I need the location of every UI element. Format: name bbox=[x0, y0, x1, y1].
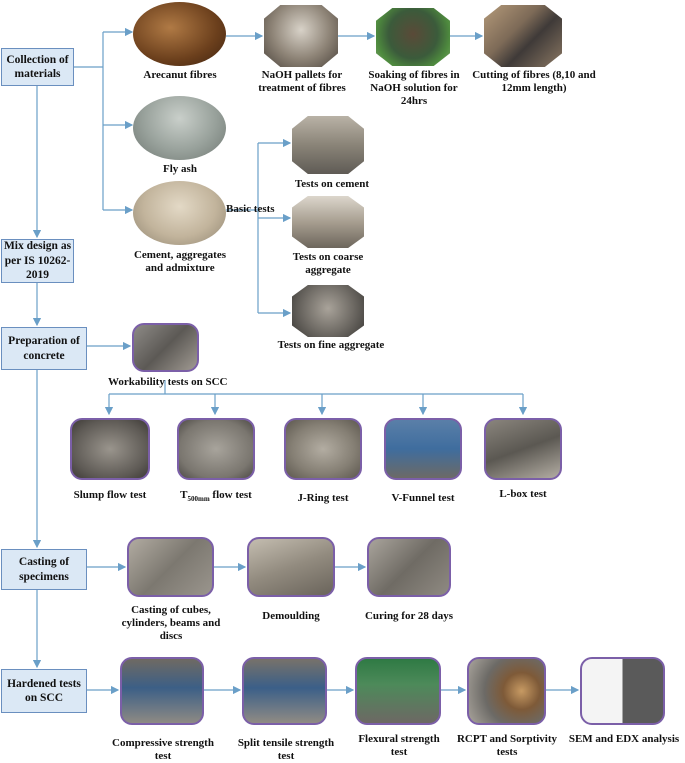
v-funnel-photo bbox=[384, 418, 462, 480]
t500-suffix: flow test bbox=[209, 489, 252, 501]
arecanut-caption: Arecanut fibres bbox=[143, 69, 217, 81]
fine-aggregate-caption: Tests on fine aggregate bbox=[277, 339, 385, 351]
soaking-caption: Soaking of fibres in NaOH solution for 2… bbox=[368, 69, 460, 108]
t500-prefix: T bbox=[180, 489, 188, 501]
sem-edx-photo bbox=[580, 657, 665, 725]
compressive-caption: Compressive strength test bbox=[112, 737, 214, 763]
fly-ash-photo bbox=[133, 96, 226, 160]
coarse-aggregate-caption: Tests on coarse aggregate bbox=[292, 251, 364, 277]
curing-photo bbox=[367, 537, 451, 597]
flexural-test-photo bbox=[355, 657, 441, 725]
v-funnel-caption: V-Funnel test bbox=[391, 492, 455, 504]
workability-caption: Workability tests on SCC bbox=[108, 376, 228, 388]
casting-caption: Casting of cubes, cylinders, beams and d… bbox=[121, 604, 221, 643]
t500-sub: 500mm bbox=[187, 495, 210, 504]
coarse-aggregate-tests-photo bbox=[292, 196, 364, 248]
flexural-caption: Flexural strength test bbox=[358, 733, 440, 759]
slump-flow-photo bbox=[70, 418, 150, 480]
split-tensile-photo bbox=[242, 657, 327, 725]
fine-aggregate-tests-photo bbox=[292, 285, 364, 337]
cutting-fibres-photo bbox=[484, 5, 562, 67]
stage-hardened-box: Hardened tests on SCC bbox=[1, 669, 87, 713]
l-box-caption: L-box test bbox=[499, 488, 547, 500]
stage-casting-box: Casting of specimens bbox=[1, 549, 87, 590]
j-ring-caption: J-Ring test bbox=[297, 492, 349, 504]
rcpt-sorptivity-photo bbox=[467, 657, 546, 725]
stage-collection-label: Collection of materials bbox=[6, 53, 69, 80]
basic-tests-label: Basic tests bbox=[226, 203, 275, 215]
t500-flow-photo bbox=[177, 418, 255, 480]
sem-edx-caption: SEM and EDX analysis bbox=[568, 733, 680, 745]
slump-flow-caption: Slump flow test bbox=[73, 489, 147, 501]
cement-tests-caption: Tests on cement bbox=[294, 178, 370, 190]
l-box-photo bbox=[484, 418, 562, 480]
rcpt-caption: RCPT and Sorptivity tests bbox=[456, 733, 558, 759]
curing-caption: Curing for 28 days bbox=[364, 610, 454, 622]
casting-moulds-photo bbox=[127, 537, 214, 597]
cement-tests-photo bbox=[292, 116, 364, 174]
fly-ash-caption: Fly ash bbox=[163, 163, 197, 175]
stage-mix-design-box: Mix design as per IS 10262-2019 bbox=[1, 239, 74, 283]
stage-casting-label: Casting of specimens bbox=[18, 556, 70, 583]
stage-preparation-box: Preparation of concrete bbox=[1, 327, 87, 370]
stage-mix-design-label: Mix design as per IS 10262-2019 bbox=[3, 240, 72, 282]
arecanut-fibres-photo bbox=[133, 2, 226, 66]
j-ring-photo bbox=[284, 418, 362, 480]
t500-caption: T500mm flow test bbox=[176, 489, 256, 504]
workability-collage-photo bbox=[132, 323, 199, 372]
stage-preparation-label: Preparation of concrete bbox=[8, 335, 80, 362]
cutting-caption: Cutting of fibres (8,10 and 12mm length) bbox=[472, 69, 596, 95]
naoh-pellets-photo bbox=[264, 5, 338, 67]
demoulding-caption: Demoulding bbox=[262, 610, 320, 622]
naoh-caption: NaOH pallets for treatment of fibres bbox=[258, 69, 346, 95]
demoulding-photo bbox=[247, 537, 335, 597]
split-tensile-caption: Split tensile strength test bbox=[237, 737, 335, 763]
stage-hardened-label: Hardened tests on SCC bbox=[7, 677, 81, 704]
cement-aggregates-photo bbox=[133, 181, 226, 245]
cement-aggregates-caption: Cement, aggregates and admixture bbox=[133, 249, 227, 275]
compressive-test-photo bbox=[120, 657, 204, 725]
stage-collection-box: Collection of materials bbox=[1, 48, 74, 86]
soaking-fibres-photo bbox=[376, 8, 450, 66]
